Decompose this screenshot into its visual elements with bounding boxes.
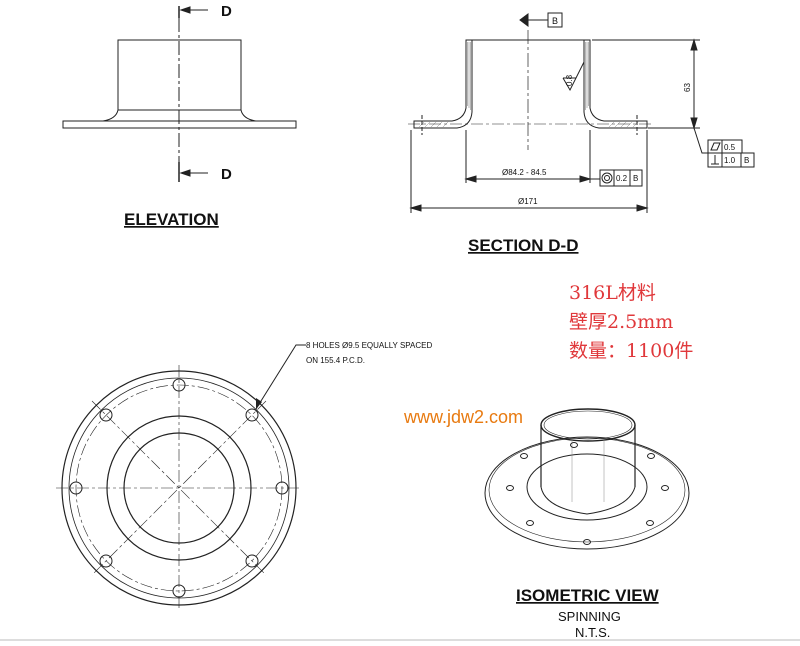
section-title: SECTION D-D — [468, 236, 579, 255]
plan-view — [56, 344, 306, 611]
hole-note-line2: ON 155.4 P.C.D. — [306, 356, 365, 365]
bore-dimension: Ø84.2 - 84.5 — [502, 168, 547, 177]
isometric-line2: N.T.S. — [575, 625, 610, 640]
section-right-wall — [583, 39, 648, 129]
material-note: 316L材料 壁厚2.5mm 数量：1100件 — [569, 279, 693, 366]
bolt-holes — [69, 378, 289, 598]
iso-flange-outer — [484, 436, 690, 550]
section-datum-label: B — [552, 16, 558, 26]
section-view — [408, 12, 755, 213]
elevation-section-label-bottom: D — [221, 166, 232, 183]
iso-bolt-holes — [506, 442, 669, 545]
isometric-title: ISOMETRIC VIEW — [516, 586, 660, 605]
hole-note-line1: 8 HOLES Ø9.5 EQUALLY SPACED — [306, 341, 433, 350]
quantity-line: 数量：1100件 — [569, 340, 694, 362]
website-watermark: www.jdw2.com — [404, 407, 524, 427]
elevation-title: ELEVATION — [124, 210, 219, 229]
flange-dimension: Ø171 — [518, 197, 538, 206]
perpendicularity-datum: B — [744, 156, 749, 165]
material-line: 316L材料 — [569, 282, 656, 304]
iso-pipe-body — [540, 425, 636, 487]
elevation-view — [62, 6, 297, 182]
concentricity-tolerance: 0.2 — [616, 174, 628, 183]
iso-fillet-ring — [526, 453, 648, 521]
hole-note-leader — [255, 344, 306, 410]
isometric-view — [484, 408, 690, 550]
isometric-line1: SPINNING — [558, 609, 621, 624]
elevation-section-label-top: D — [221, 3, 232, 20]
height-dimension: 63 — [683, 83, 692, 92]
flatness-tolerance: 0.5 — [724, 143, 736, 152]
section-left-wall — [413, 39, 473, 129]
iso-pipe-rim — [540, 408, 636, 442]
concentricity-datum: B — [633, 174, 638, 183]
wall-thickness-line: 壁厚2.5mm — [569, 311, 674, 333]
perpendicularity-tolerance: 1.0 — [724, 156, 736, 165]
roughness-value: 0.8 — [565, 74, 574, 86]
